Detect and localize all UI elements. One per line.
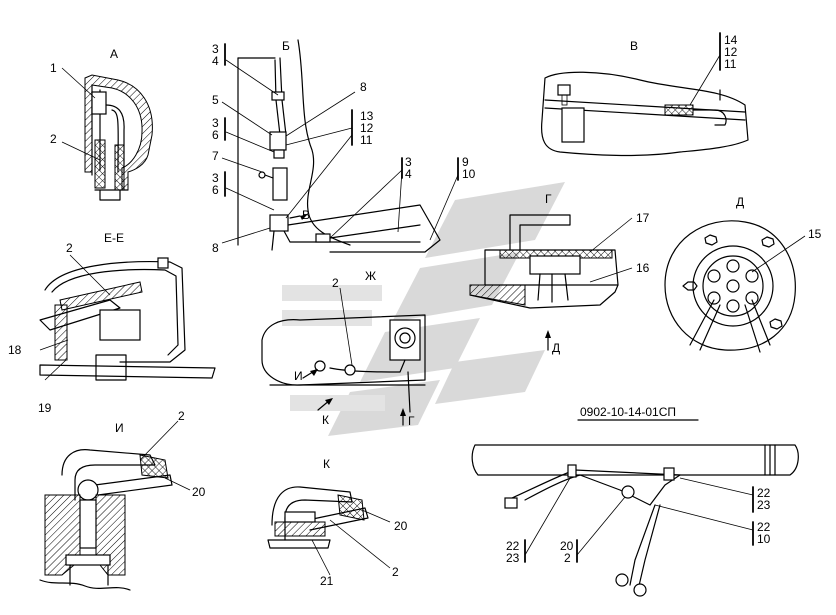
callout-8a: 8 (212, 241, 219, 255)
view-sp: 0902-10-14-01СП 22 23 22 10 22 23 20 2 (471, 405, 799, 597)
callout-3a: 3 (212, 42, 219, 56)
view-i-title: И (115, 421, 124, 435)
callout-4a: 4 (212, 54, 219, 68)
callout-9: 9 (462, 155, 469, 169)
callout-7: 7 (212, 149, 219, 163)
callout-20-sp: 20 (560, 539, 574, 553)
callout-10b: 10 (757, 532, 771, 546)
callout-2-k: 2 (392, 565, 399, 579)
callout-14: 14 (724, 33, 738, 47)
view-k-title: К (323, 457, 330, 471)
callout-23b: 23 (506, 551, 520, 565)
callout-3c: 3 (212, 171, 219, 185)
callout-20-k: 20 (394, 519, 408, 533)
callout-2-zh: 2 (332, 276, 339, 290)
view-g-title: Г (545, 192, 552, 206)
callout-6a: 6 (212, 128, 219, 142)
view-b-title: Б (282, 39, 290, 53)
callout-2-i: 2 (178, 409, 185, 423)
arrow-label-g: Г (408, 414, 415, 428)
callout-22a: 22 (757, 486, 771, 500)
callout-2: 2 (50, 132, 57, 146)
callout-11b: 11 (724, 57, 737, 71)
view-b: Б 3 4 5 (212, 39, 476, 255)
callout-4b: 4 (405, 167, 412, 181)
callout-15: 15 (808, 227, 822, 241)
callout-21: 21 (320, 574, 334, 588)
callout-11a: 11 (360, 133, 373, 147)
view-k: К 20 21 2 (267, 457, 408, 588)
view-v-title: В (630, 39, 638, 53)
callout-5: 5 (212, 93, 219, 107)
arrow-label-i: И (294, 369, 303, 383)
callout-13: 13 (360, 109, 374, 123)
callout-19: 19 (38, 401, 52, 415)
view-d: Д 15 (664, 195, 822, 353)
view-a: А 1 2 (50, 47, 153, 201)
callout-17: 17 (636, 211, 650, 225)
callout-10a: 10 (462, 167, 476, 181)
callout-1: 1 (50, 61, 57, 75)
callout-12a: 12 (360, 121, 374, 135)
arrow-label-k: К (322, 413, 329, 427)
view-a-title: А (110, 47, 118, 61)
callout-6b: 6 (212, 183, 219, 197)
view-i: И 2 20 (39, 409, 206, 591)
callout-2-ee: 2 (66, 241, 73, 255)
callout-3b: 3 (212, 116, 219, 130)
view-zh-title: Ж (365, 269, 376, 283)
view-d-title: Д (736, 195, 744, 209)
callout-12b: 12 (724, 45, 738, 59)
callout-18: 18 (8, 343, 22, 357)
callout-22c: 22 (506, 539, 520, 553)
callout-20-i: 20 (192, 485, 206, 499)
watermark-logo (282, 182, 565, 436)
view-v: В 14 12 11 (540, 32, 749, 157)
view-g: Г 17 16 Д (469, 192, 650, 355)
view-sp-title: 0902-10-14-01СП (580, 405, 676, 419)
callout-8b: 8 (360, 80, 367, 94)
view-zh: Ж 2 И К Г (261, 269, 426, 428)
view-b-arrow-label: В (302, 208, 310, 222)
view-ee: Е-Е 2 18 19 (8, 231, 216, 415)
callout-2-sp: 2 (564, 551, 571, 565)
view-ee-title: Е-Е (104, 231, 124, 245)
callout-3d: 3 (405, 155, 412, 169)
view-g-arrow-label: Д (552, 341, 560, 355)
callout-22b: 22 (757, 520, 771, 534)
callout-16: 16 (636, 261, 650, 275)
callout-23a: 23 (757, 498, 771, 512)
